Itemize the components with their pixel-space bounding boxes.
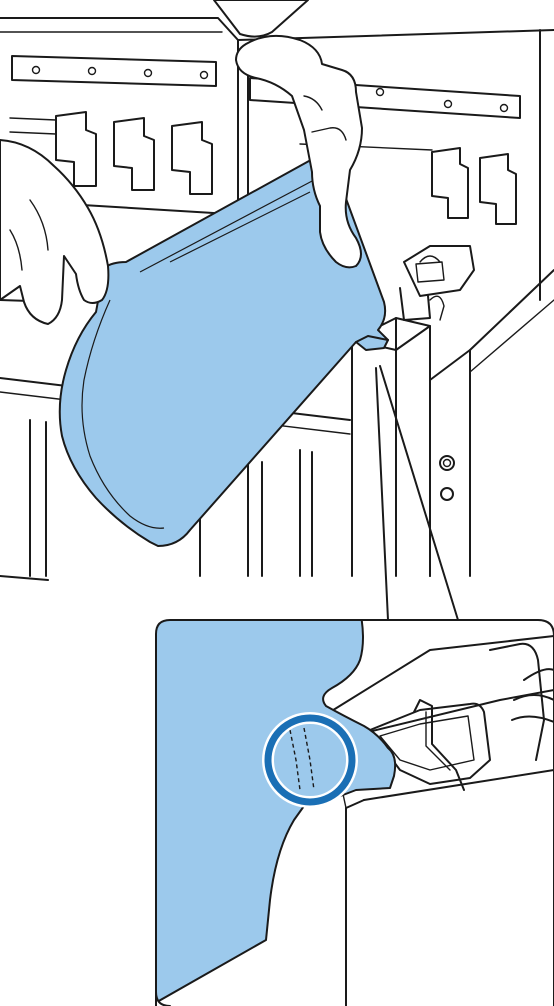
screw (377, 89, 384, 96)
screw (89, 68, 96, 75)
callout-pointer-right (380, 366, 458, 620)
callout-pointer-left (376, 368, 388, 620)
round-button-icon (441, 488, 453, 500)
screw (33, 67, 40, 74)
left-rail (12, 56, 216, 86)
right-glove (214, 0, 308, 37)
screw (501, 105, 508, 112)
tank-lid (404, 246, 474, 296)
right-side-panel (430, 270, 554, 576)
zoom-callout-panel (150, 610, 554, 1006)
left-glove-hand (0, 140, 108, 324)
magnifier-callout-icon (376, 366, 458, 620)
screw (445, 101, 452, 108)
screw (201, 72, 208, 79)
round-button-icon (440, 456, 454, 470)
screw (145, 70, 152, 77)
